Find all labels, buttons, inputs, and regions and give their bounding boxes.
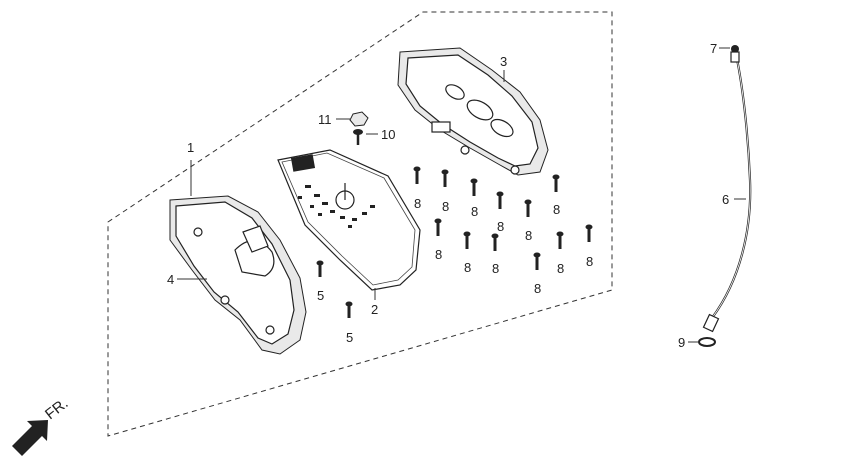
screw-part-8-2: 8 <box>441 169 449 214</box>
speedometer-cable-part-6: 6 <box>702 49 752 333</box>
arrow-down-left-icon <box>12 420 48 456</box>
callout-8-8-label: 8 <box>464 260 471 275</box>
callout-4-label: 4 <box>167 272 174 287</box>
callout-8-10-label: 8 <box>557 261 564 276</box>
callout-8-1-label: 8 <box>414 196 421 211</box>
callout-2: 2 <box>371 288 378 317</box>
screw-part-8-4: 8 <box>496 191 504 234</box>
screw-part-8-6: 8 <box>552 174 560 217</box>
screw-part-8-8: 8 <box>463 231 471 275</box>
screw-part-8-7: 8 <box>434 218 442 262</box>
callout-9-label: 9 <box>678 335 685 350</box>
screw-part-8-11: 8 <box>585 224 593 269</box>
callout-7-label: 7 <box>710 41 717 56</box>
callout-2-label: 2 <box>371 302 378 317</box>
callout-1: 1 <box>187 140 194 196</box>
callout-8-11-label: 8 <box>586 254 593 269</box>
callout-8-2-label: 8 <box>442 199 449 214</box>
screw-part-8-5: 8 <box>524 199 532 243</box>
callout-5b-label: 5 <box>346 330 353 345</box>
assembly-boundary <box>107 11 613 437</box>
callout-8-3-label: 8 <box>471 204 478 219</box>
callout-1-label: 1 <box>187 140 194 155</box>
callout-10-label: 10 <box>381 127 395 142</box>
callout-3-label: 3 <box>500 54 507 69</box>
callout-4: 4 <box>167 272 207 287</box>
callout-3: 3 <box>500 54 507 82</box>
front-label: FR. <box>42 395 72 423</box>
cable-fitting-part-7: 7 <box>710 41 740 63</box>
screw-part-8-3: 8 <box>470 178 478 219</box>
screw-part-5b: 5 <box>345 301 353 345</box>
screw-part-10: 10 <box>353 127 395 145</box>
lower-case-part-4 <box>169 195 307 355</box>
callout-8-12-label: 8 <box>534 281 541 296</box>
callout-11-label: 11 <box>318 112 332 127</box>
nut-part-11: 11 <box>318 111 369 127</box>
front-direction-indicator: FR. <box>12 395 72 456</box>
callout-5a-label: 5 <box>317 288 324 303</box>
screw-part-8-10: 8 <box>556 231 564 276</box>
screw-part-8-9: 8 <box>491 233 499 276</box>
callout-8-7-label: 8 <box>435 247 442 262</box>
callout-8-9-label: 8 <box>492 261 499 276</box>
callout-6-label: 6 <box>722 192 729 207</box>
upper-cover-part-3 <box>397 47 549 176</box>
screw-part-8-1: 8 <box>413 166 421 211</box>
o-ring-part-9: 9 <box>678 335 716 350</box>
screw-part-5a: 5 <box>316 260 324 303</box>
screw-part-8-12: 8 <box>533 252 541 296</box>
dial-panel-part-2 <box>277 149 421 291</box>
callout-8-6-label: 8 <box>553 202 560 217</box>
callout-8-4-label: 8 <box>497 219 504 234</box>
callout-8-5-label: 8 <box>525 228 532 243</box>
